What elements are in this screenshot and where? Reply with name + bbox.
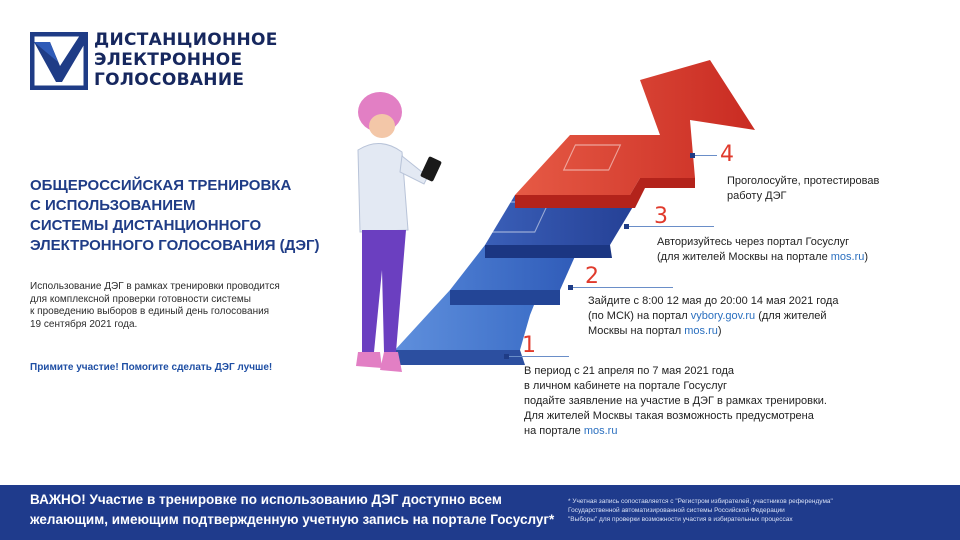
mos-ru-link[interactable]: mos.ru <box>830 251 865 263</box>
step-2-number: 2 <box>585 264 599 289</box>
logo-text: ДИСТАНЦИОННОЕ ЭЛЕКТРОННОЕ ГОЛОСОВАНИЕ <box>94 30 278 90</box>
step-2-marker <box>568 285 573 290</box>
logo: ДИСТАНЦИОННОЕ ЭЛЕКТРОННОЕ ГОЛОСОВАНИЕ <box>30 30 277 94</box>
step-4-line <box>695 155 717 156</box>
mos-ru-link[interactable]: mos.ru <box>684 325 718 337</box>
vybory-link[interactable]: vybory.gov.ru <box>690 310 756 322</box>
footer-important-text: ВАЖНО! Участие в тренировке по использов… <box>30 492 555 527</box>
step-1-marker <box>504 354 509 359</box>
step-1-line <box>509 356 569 357</box>
page-title: ОБЩЕРОССИЙСКАЯ ТРЕНИРОВКА С ИСПОЛЬЗОВАНИ… <box>30 177 320 254</box>
step-3-text: Авторизуйтесь через портал Госуслуг (для… <box>657 236 869 263</box>
checkmark-box-icon <box>30 32 88 90</box>
step-3-number: 3 <box>654 204 668 229</box>
step-4-text: Проголосуйте, протестировав работу ДЭГ <box>727 175 880 202</box>
step-1-number: 1 <box>522 333 536 358</box>
call-to-action: Примите участие! Помогите сделать ДЭГ лу… <box>30 362 273 373</box>
mos-ru-link[interactable]: mos.ru <box>583 425 618 437</box>
step-4-arrow <box>515 60 755 208</box>
intro-text: Использование ДЭГ в рамках тренировки пр… <box>30 281 280 330</box>
step-3-marker <box>624 224 629 229</box>
step-2-line <box>573 287 673 288</box>
staircase-illustration <box>350 60 755 372</box>
person-figure <box>356 92 442 372</box>
footer-note: * Учетная запись сопоставляется с "Регис… <box>568 498 833 523</box>
step-3-line <box>629 226 714 227</box>
step-1-text: В период с 21 апреля по 7 мая 2021 года … <box>524 365 827 437</box>
step-4-marker <box>690 153 695 158</box>
step-4-number: 4 <box>720 142 734 167</box>
footer-banner <box>0 485 960 540</box>
step-2-text: Зайдите с 8:00 12 мая до 20:00 14 мая 20… <box>588 295 839 337</box>
